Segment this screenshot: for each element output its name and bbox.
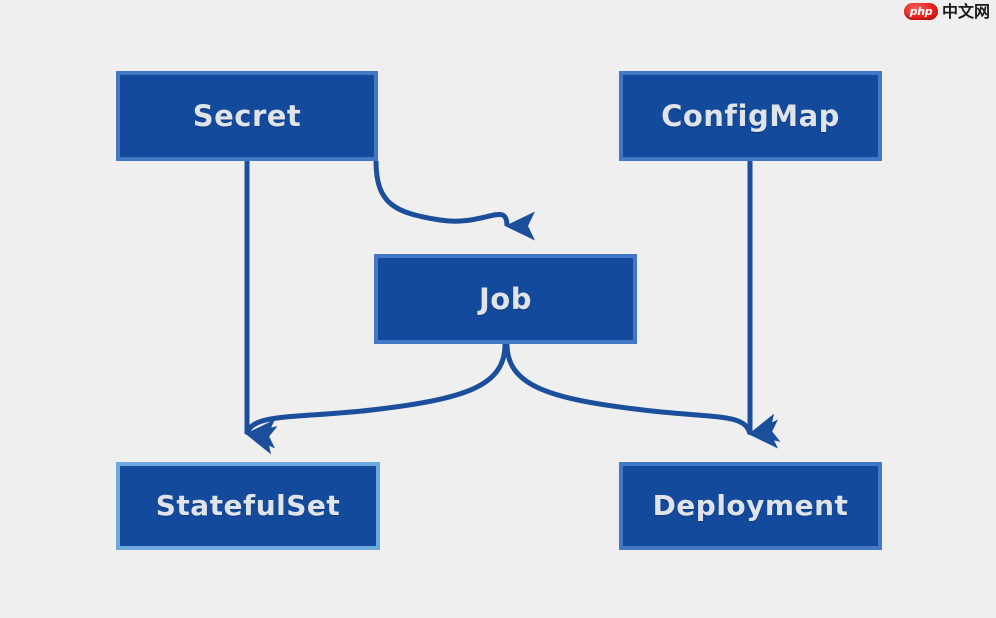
node-deployment-label: Deployment <box>652 489 849 522</box>
node-statefulset-label: StatefulSet <box>155 489 341 522</box>
node-configmap-label: ConfigMap <box>661 98 840 133</box>
node-job-label: Job <box>479 281 532 316</box>
node-deployment[interactable]: Deployment <box>619 462 882 550</box>
watermark: php 中文网 <box>903 1 990 21</box>
node-secret-label: Secret <box>192 98 302 133</box>
node-statefulset[interactable]: StatefulSet <box>116 462 380 550</box>
node-secret[interactable]: Secret <box>116 71 378 161</box>
php-logo-text: php <box>909 5 933 18</box>
node-configmap[interactable]: ConfigMap <box>619 71 882 161</box>
watermark-text: 中文网 <box>941 1 990 21</box>
edge-job-to-statefulset <box>244 343 508 455</box>
node-job[interactable]: Job <box>374 254 637 344</box>
edge-secret-to-job <box>373 160 536 241</box>
php-logo-icon: php <box>903 3 938 20</box>
edge-job-to-deployment <box>504 343 781 442</box>
